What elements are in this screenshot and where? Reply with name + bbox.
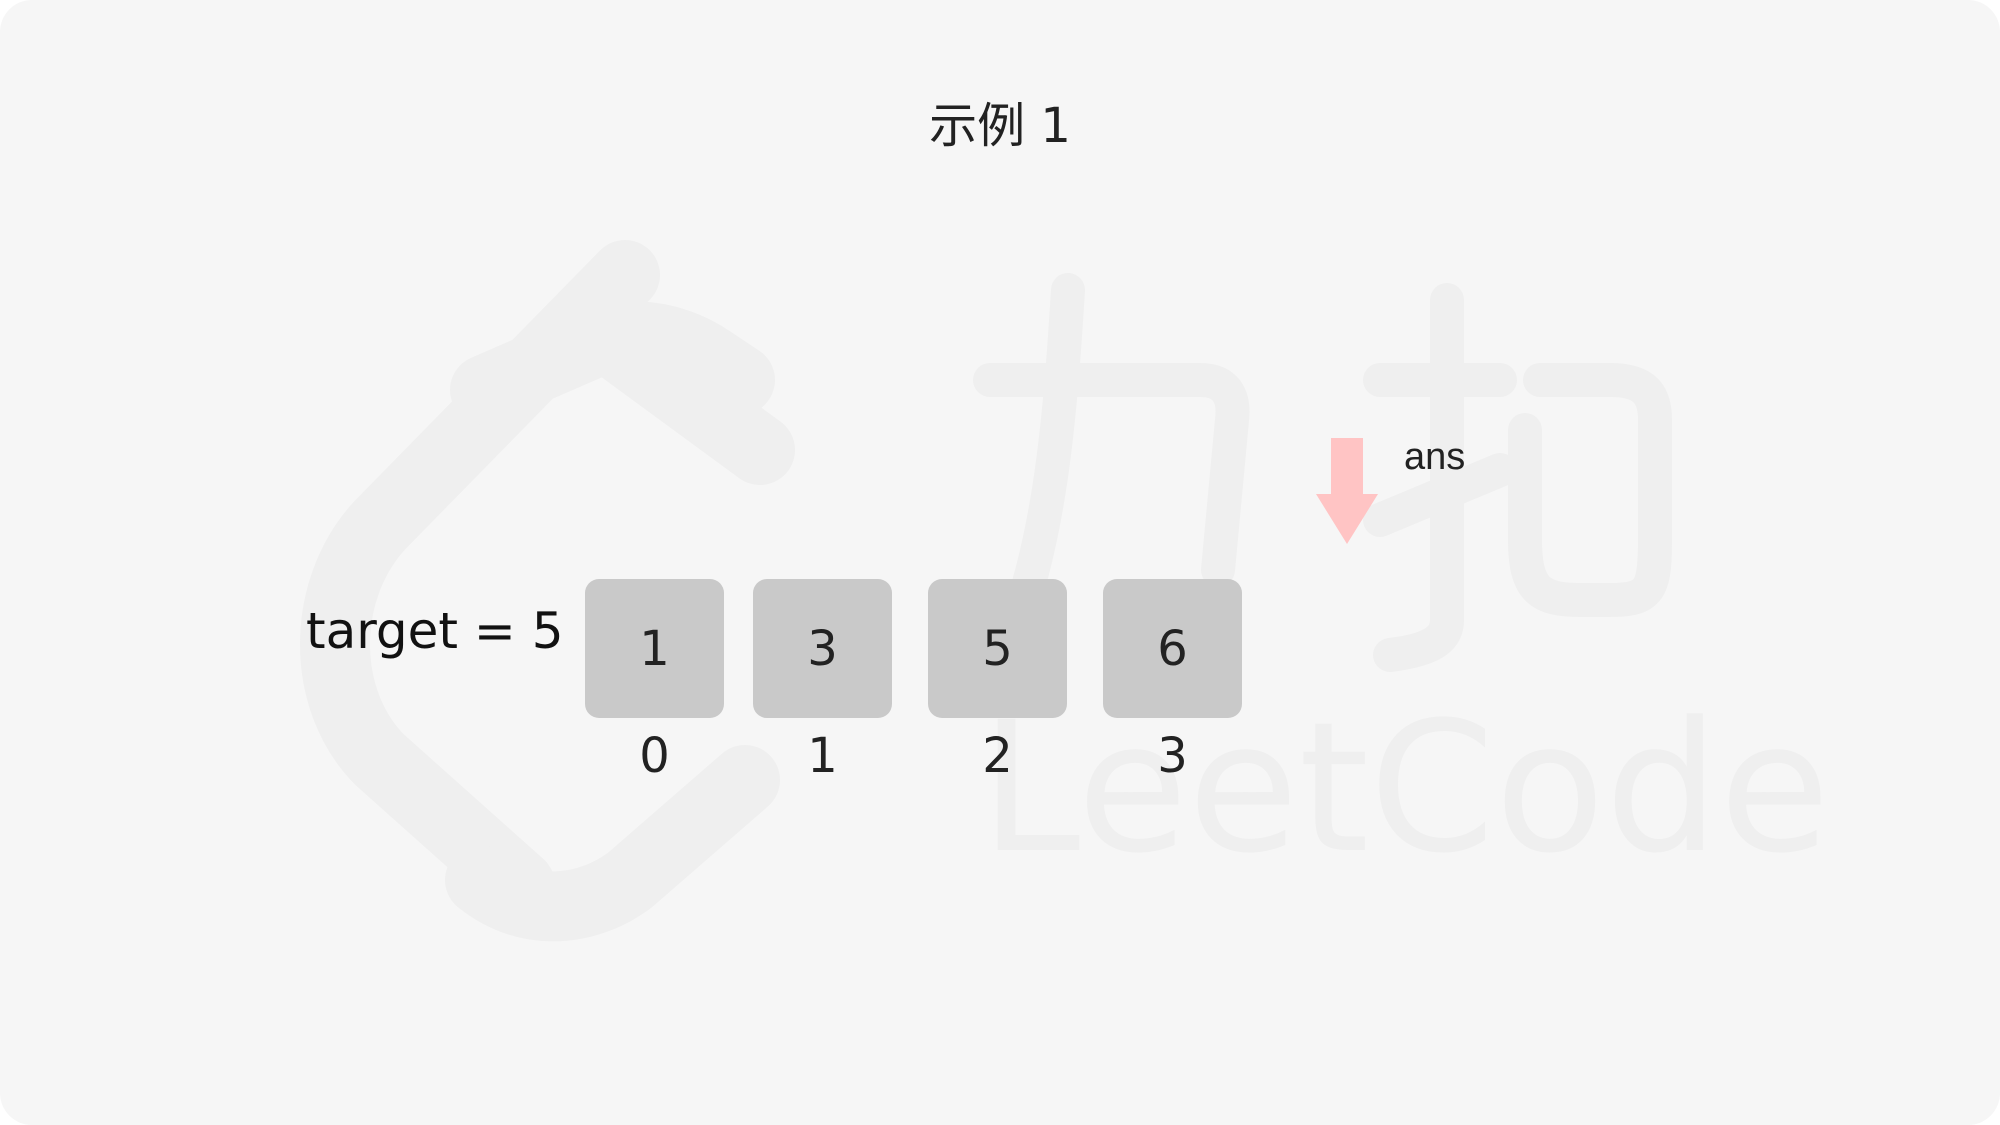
array-index-0: 0 bbox=[639, 728, 670, 784]
array-index-2: 2 bbox=[982, 728, 1013, 784]
page-title: 示例 1 bbox=[929, 98, 1071, 154]
array-cell-0: 1 bbox=[585, 579, 724, 718]
array-index-1: 1 bbox=[807, 728, 838, 784]
array-index-3: 3 bbox=[1157, 728, 1188, 784]
leetcode-logo-icon bbox=[300, 240, 795, 942]
down-arrow-icon bbox=[1316, 438, 1378, 544]
watermark-text: LeetCode bbox=[980, 684, 1830, 893]
ans-pointer-label: ans bbox=[1404, 436, 1466, 478]
watermark-cjk bbox=[973, 273, 1672, 672]
target-label: target = 5 bbox=[306, 602, 564, 660]
array-cell-1: 3 bbox=[753, 579, 892, 718]
array-cell-3: 6 bbox=[1103, 579, 1242, 718]
array-cell-2: 5 bbox=[928, 579, 1067, 718]
